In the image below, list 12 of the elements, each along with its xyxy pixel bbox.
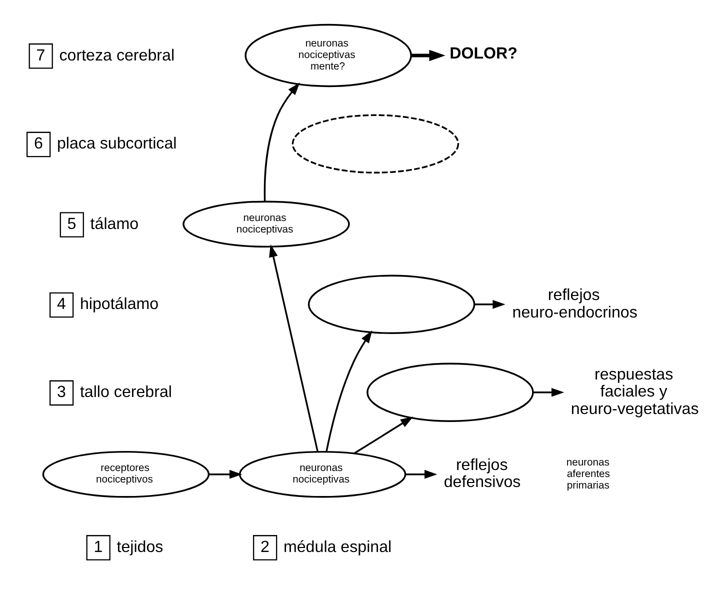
node-label: placa subcortical xyxy=(56,134,177,152)
node-text: DOLOR? xyxy=(450,44,518,62)
node-text: reflejos neuro-endocrinos xyxy=(512,286,638,321)
node-label: médula espinal xyxy=(283,537,392,556)
node-text: reflejos defensivos xyxy=(444,455,521,491)
node-text: respuestas faciales y neuro-vegetativas xyxy=(570,364,699,418)
node-text: neuronas aferentes primarias xyxy=(566,456,610,491)
node-label: tallo cerebral xyxy=(80,382,172,401)
node-label: tejidos xyxy=(116,537,164,556)
node-label: corteza cerebral xyxy=(59,46,175,64)
node-label: hipotálamo xyxy=(80,294,159,313)
node-label: tálamo xyxy=(90,214,139,232)
